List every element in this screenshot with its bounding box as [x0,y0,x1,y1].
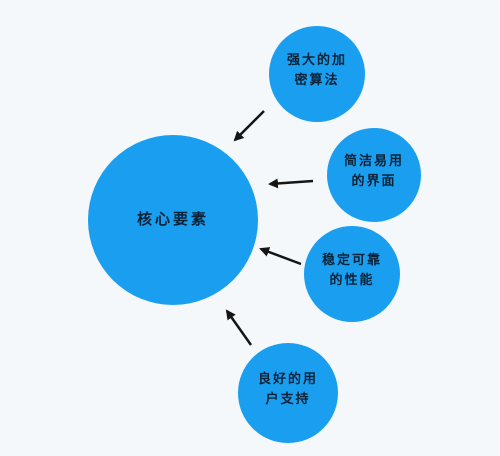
center-node-text: 核心要素 [136,210,209,228]
node-label-ui-line1: 简洁易用 [343,154,404,169]
node-label-algorithm-line2: 密算法 [294,73,340,89]
center-node-label: 核心要素 [113,208,233,231]
arrow-support-to-center [225,309,253,346]
node-circle-ui [327,128,421,222]
center-node-circle [88,135,258,305]
node-label-performance-line2: 的性能 [329,273,375,289]
node-label-algorithm: 强大的加 密算法 [267,51,367,91]
node-label-support-line1: 良好的用 [257,372,318,387]
node-label-support: 良好的用 户支持 [238,370,338,410]
arrow-performance-to-center [259,247,302,266]
node-label-performance: 稳定可靠 的性能 [302,251,402,291]
arrow-ui-to-center [268,178,314,189]
node-label-ui-line2: 的界面 [351,174,397,190]
node-circle-performance [304,226,400,322]
node-label-ui: 简洁易用 的界面 [324,152,424,192]
node-label-performance-line1: 稳定可靠 [321,253,382,268]
node-circle-support [238,343,338,443]
arrow-algorithm-to-center [233,110,265,142]
node-label-algorithm-line1: 强大的加 [286,53,347,68]
node-circle-algorithm [269,26,365,122]
node-label-support-line2: 户支持 [265,392,311,408]
